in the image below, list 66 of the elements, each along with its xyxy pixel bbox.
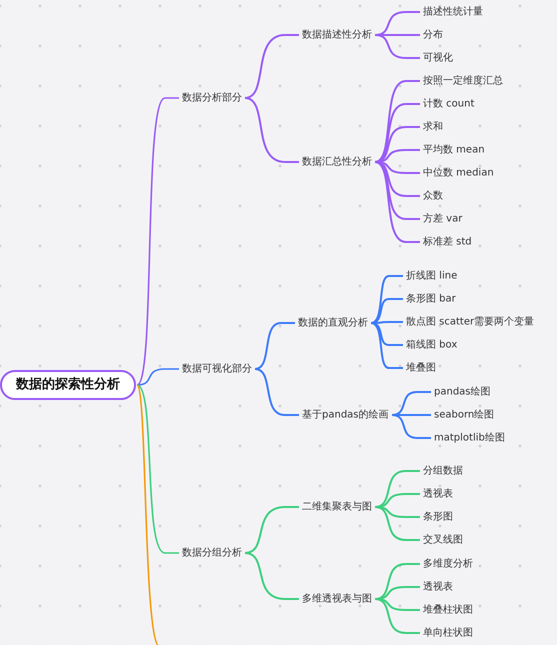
topic-label: 条形图 bar [404,292,458,306]
topic-label: pandas绘图 [432,384,492,400]
branch-line [370,322,403,369]
topic-label: 数据可视化部分 [180,362,254,376]
topic-label: seaborn绘图 [432,408,496,422]
topic-label: 数据分析部分 [180,90,244,106]
branch-line [374,126,420,163]
topic-label: 数据分组分析 [180,546,244,560]
branch-line [244,97,299,163]
branch-line [374,470,420,508]
topic-label: 条形图 [421,510,455,524]
topic-label: 单向柱状图 [421,626,475,640]
topic-label: 方差 var [421,212,464,226]
branch-line [392,414,431,439]
topic-label: 多维透视表与图 [300,592,374,606]
branch-line [254,368,299,416]
topic-label: 散点图 scatter需要两个变量 [404,314,536,330]
topic-label: 可视化 [421,50,455,66]
branch-line [244,552,299,600]
topic-label: 数据汇总性分析 [300,154,374,170]
branch-line [374,161,420,197]
branch-line [392,414,431,416]
branch-line [374,80,420,163]
branch-line [136,384,161,645]
topic-label: 基于pandas的绘画 [300,408,390,422]
topic-label: 数据描述性分析 [300,28,374,42]
branch-line [374,598,420,634]
branch-line [136,368,179,386]
branch-line [136,384,179,554]
branch-line [370,322,403,346]
branch-line [244,506,299,554]
topic-label: 透视表 [421,580,455,594]
branch-line [374,506,420,518]
topic-label: 数据的直观分析 [296,316,370,330]
branch-line [136,97,179,386]
topic-label: 标准差 std [421,234,474,250]
topic-label: 折线图 line [404,268,460,284]
topic-label: 平均数 mean [421,142,487,158]
topic-label: 堆叠柱状图 [421,602,475,618]
topic-label: 中位数 median [421,166,496,180]
branch-line [254,322,295,370]
branch-line [374,161,420,243]
topic-label: 求和 [421,120,445,134]
central-topic: 数据的探索性分析 [0,370,136,400]
topic-label: 箱线图 box [404,338,460,352]
branch-line [244,34,299,99]
branch-line [374,103,420,163]
topic-label: 计数 count [421,96,476,112]
branch-line [370,298,403,324]
topic-label: 描述性统计量 [421,4,485,20]
topic-label: 分布 [421,28,445,42]
topic-label: 众数 [421,188,445,204]
topic-label: matplotlib绘图 [432,430,507,446]
topic-label: 交叉线图 [421,532,465,548]
branch-line [374,34,420,59]
branch-line [374,563,420,600]
branch-line [370,275,403,324]
branch-line [392,391,431,416]
topic-label: 多维度分析 [421,556,475,572]
topic-label: 二维集聚表与图 [300,500,374,514]
branch-line [374,598,420,611]
topic-label: 透视表 [421,486,455,502]
branch-line [374,506,420,541]
topic-label: 堆叠图 [404,360,438,376]
topic-label: 分组数据 [421,464,465,478]
topic-label: 按照一定维度汇总 [421,74,505,88]
